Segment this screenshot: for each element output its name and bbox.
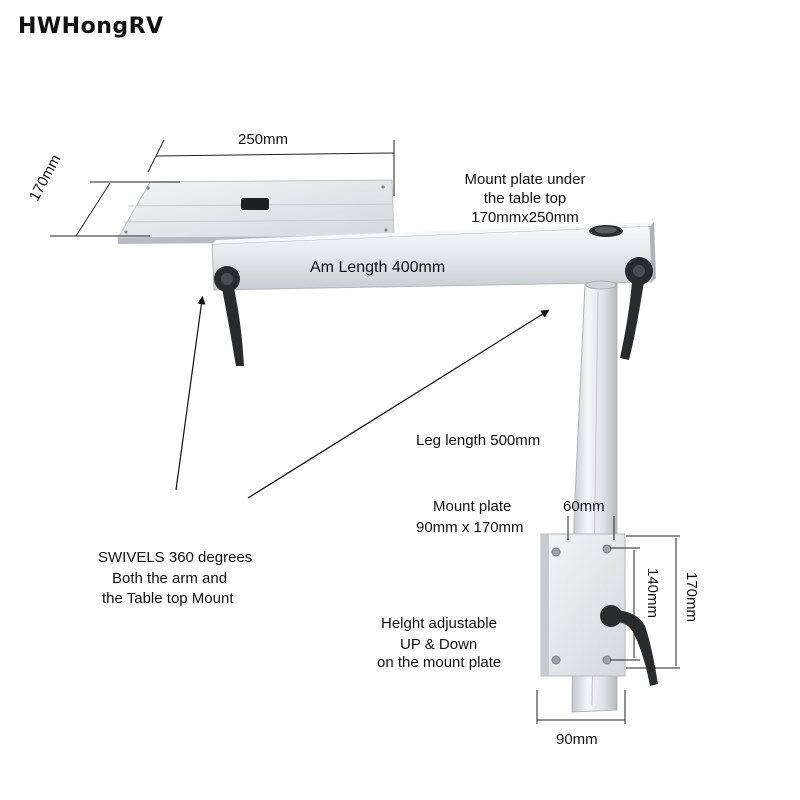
right-arm-handle bbox=[620, 257, 653, 360]
label-arm-length: Am Length 400mm bbox=[310, 259, 446, 276]
screw-hole bbox=[551, 655, 561, 665]
dimension-wall-140 bbox=[610, 547, 640, 661]
screw-hole bbox=[551, 547, 561, 557]
dimension-top-depth bbox=[50, 181, 180, 237]
label-height-line3: on the mount plate bbox=[377, 654, 502, 671]
label-swivel-line1: SWIVELS 360 degrees bbox=[98, 549, 253, 566]
dimension-wall-60 bbox=[567, 516, 615, 540]
label-wall-plate-140: 140mm bbox=[644, 568, 661, 619]
label-height-line1: Helght adjustable bbox=[381, 615, 497, 632]
mount-plate-hub bbox=[241, 198, 269, 210]
dimension-wall-170 bbox=[626, 535, 680, 669]
label-mount-plate-line3: 170mmx250mm bbox=[471, 209, 579, 226]
swivel-arrow-left bbox=[175, 295, 206, 491]
screw-hole bbox=[602, 655, 612, 665]
label-wall-plate-60: 60mm bbox=[563, 498, 605, 515]
label-mount-plate-line2: the table top bbox=[483, 190, 567, 207]
label-top-plate-width: 250mm bbox=[238, 131, 289, 148]
screw-hole bbox=[602, 544, 612, 554]
label-height-line2: UP & Down bbox=[400, 636, 478, 653]
horizontal-arm bbox=[211, 222, 656, 291]
brand-logo: HWHongRV bbox=[18, 14, 164, 39]
label-wall-plate-line1: Mount plate bbox=[433, 498, 512, 515]
dimension-wall-90 bbox=[536, 690, 626, 724]
label-wall-plate-170: 170mm bbox=[683, 572, 700, 623]
label-wall-plate-90: 90mm bbox=[556, 731, 598, 748]
left-arm-handle bbox=[214, 266, 244, 366]
label-swivel-line2: Both the arm and bbox=[112, 570, 228, 587]
label-wall-plate-line2: 90mm x 170mm bbox=[416, 519, 524, 536]
wall-mount-plate bbox=[540, 533, 626, 677]
height-adjust-handle bbox=[600, 605, 658, 686]
dimension-top-width bbox=[147, 139, 395, 196]
label-leg-length: Leg length 500mm bbox=[416, 432, 541, 449]
swivel-arrow-right bbox=[247, 309, 550, 499]
label-swivel-line3: the Table top Mount bbox=[102, 590, 234, 607]
label-mount-plate-line1: Mount plate under bbox=[464, 171, 586, 188]
